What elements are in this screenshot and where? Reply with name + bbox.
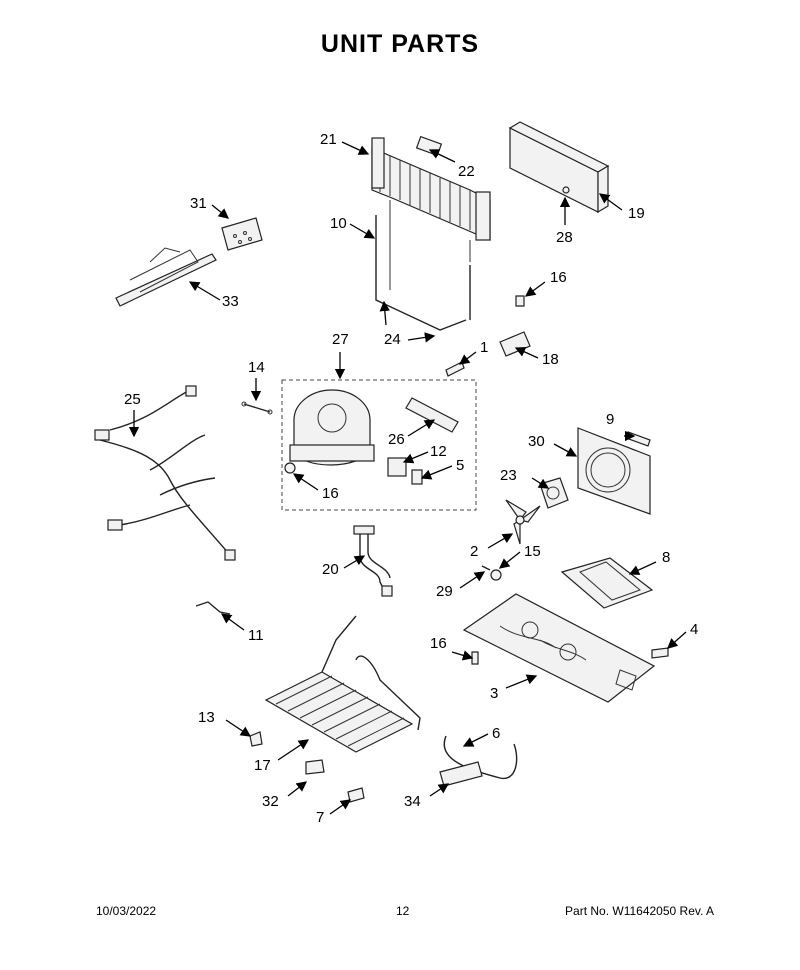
callout-3: 3 <box>490 685 498 702</box>
tube-cap <box>347 787 365 803</box>
callout-26: 25 <box>124 391 141 408</box>
callout-labels: 21 22 19 28 31 10 33 16 24 18 1 27 14 25… <box>124 131 698 826</box>
callout-28: 27 <box>332 331 349 348</box>
base-plate <box>462 593 656 703</box>
control-board <box>221 217 263 251</box>
grommet <box>284 462 296 474</box>
callout-31: 30 <box>528 433 545 450</box>
drain-tube <box>353 525 393 597</box>
page-title: UNIT PARTS <box>320 30 480 58</box>
clamp <box>499 331 531 357</box>
compressor-cover <box>508 121 610 214</box>
callout-25: 24 <box>384 331 401 348</box>
callout-7: 7 <box>316 809 324 826</box>
cover-screw <box>562 186 570 194</box>
callout-20: 19 <box>628 205 645 222</box>
callout-9: 9 <box>606 411 614 428</box>
callout-10: 10 <box>330 215 347 232</box>
mounting-bolt <box>651 647 669 659</box>
callout-35: 34 <box>404 793 421 810</box>
callout-1: 1 <box>480 339 488 356</box>
callout-8: 8 <box>662 549 670 566</box>
callout-23: 22 <box>458 163 475 180</box>
insulation-sleeve <box>439 761 483 787</box>
wiring-bracket <box>115 247 217 307</box>
footer-page-number: 12 <box>396 904 410 918</box>
drier <box>405 397 459 433</box>
wire-harness <box>94 385 236 561</box>
callout-16-lower: 16 <box>430 635 447 652</box>
screw-16b <box>471 651 479 665</box>
thermistor <box>249 731 263 747</box>
callout-22: 21 <box>320 131 337 148</box>
compressor <box>289 389 375 466</box>
rubber-grommet <box>490 569 502 581</box>
relay-overload <box>387 457 423 485</box>
process-tube <box>445 361 465 377</box>
callout-17: 16 <box>322 485 339 502</box>
spring-pin <box>481 565 491 571</box>
callout-2: 2 <box>470 543 478 560</box>
callout-29: 28 <box>556 229 573 246</box>
fan-bracket <box>560 557 654 609</box>
fan-motor <box>539 477 569 509</box>
compressor-assembly-box <box>281 379 477 511</box>
defrost-thermostat <box>305 759 325 775</box>
callout-24: 23 <box>500 467 517 484</box>
callout-12: 12 <box>430 443 447 460</box>
suction-line <box>443 735 518 780</box>
callout-11: 11 <box>248 627 264 644</box>
callout-19: 18 <box>542 351 559 368</box>
fan-blade <box>505 499 541 545</box>
callout-33: 32 <box>262 793 279 810</box>
callout-18: 17 <box>254 757 271 774</box>
callout-13: 13 <box>198 709 215 726</box>
callout-4: 4 <box>690 621 698 638</box>
callout-5: 5 <box>456 457 464 474</box>
screw-16a <box>515 295 525 307</box>
callout-15: 15 <box>524 543 541 560</box>
callout-27: 26 <box>388 431 405 448</box>
callout-14: 14 <box>248 359 265 376</box>
leader-lines <box>128 141 687 815</box>
callout-21: 20 <box>322 561 339 578</box>
callout-6: 6 <box>492 725 500 742</box>
fan-shroud <box>577 427 651 515</box>
callout-30: 29 <box>436 583 453 600</box>
footer-part-number: Part No. W11642050 Rev. A <box>565 904 714 918</box>
footer-date: 10/03/2022 <box>96 904 157 918</box>
shoulder-screw <box>625 431 651 447</box>
callout-32: 31 <box>190 195 207 212</box>
condenser-pad <box>415 135 443 157</box>
condenser-tube-frame <box>375 200 471 331</box>
condenser-coil <box>371 137 491 241</box>
evaporator-coil <box>264 615 421 753</box>
heater-wire <box>195 601 231 615</box>
callout-34: 33 <box>222 293 239 310</box>
compressor-strap <box>241 401 273 415</box>
callout-16-upper: 16 <box>550 269 567 286</box>
